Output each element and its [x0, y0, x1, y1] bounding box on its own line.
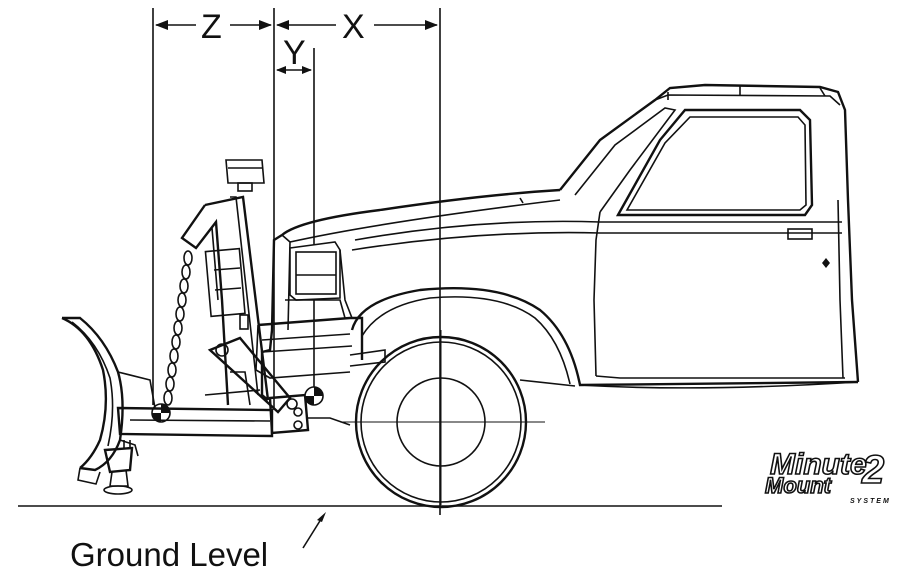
- dimension-z-label: Z: [201, 8, 222, 46]
- ground-pointer: [302, 515, 324, 549]
- logo-subtitle: SYSTEM: [850, 498, 891, 505]
- ground-level-label: Ground Level: [70, 536, 268, 573]
- plow-blade: [61, 316, 274, 495]
- logo-word-minute: Minute: [770, 448, 867, 481]
- logo-word-mount: Mount: [765, 473, 833, 498]
- plow-mount-frame: [180, 159, 351, 435]
- truck: [255, 83, 860, 401]
- logo-numeral: 2: [861, 448, 884, 492]
- lift-chain: [163, 250, 193, 406]
- dimension-y-label: Y: [283, 34, 306, 72]
- dimension-x-label: X: [342, 8, 365, 46]
- front-wheel: [340, 330, 545, 509]
- minute-mount-logo: Minute Mount 2 SYSTEM: [764, 447, 891, 505]
- cg-marker-mount: [304, 386, 324, 406]
- dimension-lines: [152, 8, 441, 515]
